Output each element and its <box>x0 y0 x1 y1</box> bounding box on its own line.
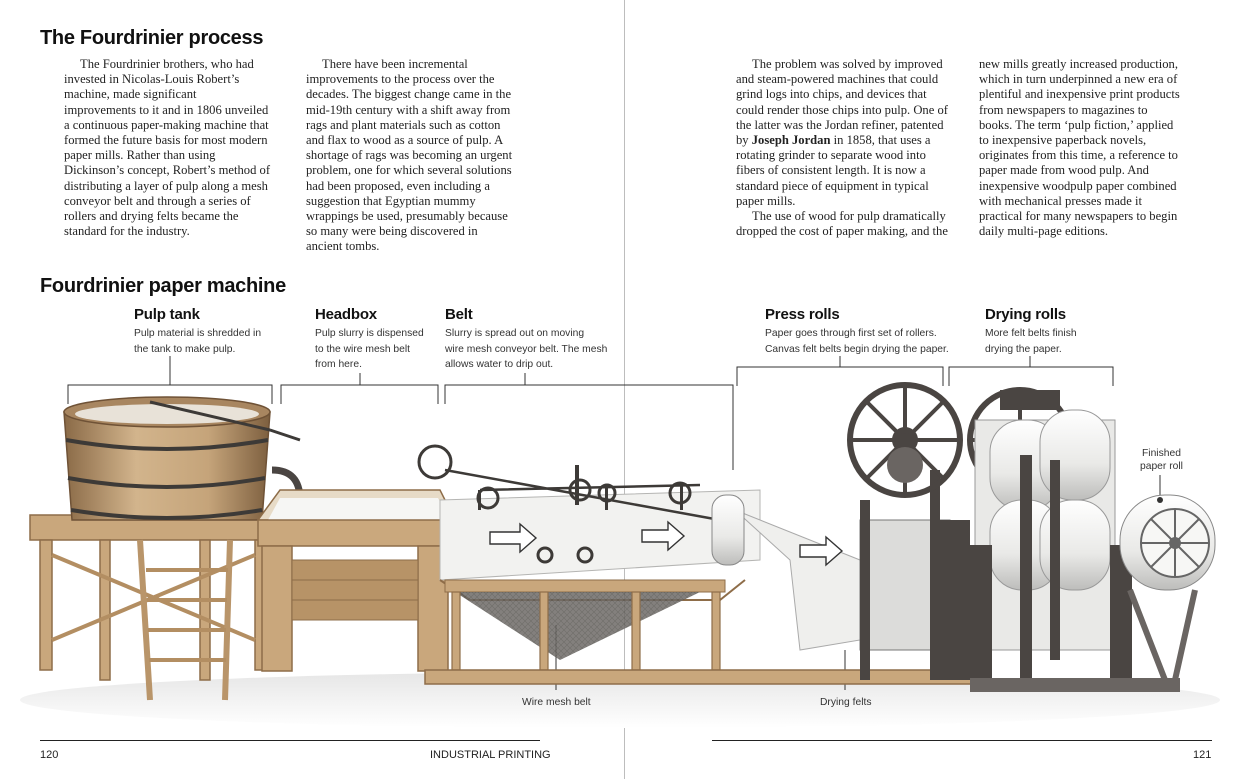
label-belt: Belt Slurry is spread out on moving wire… <box>445 306 607 373</box>
finished-paper-roll <box>1119 494 1216 591</box>
text-run: in 1858, that uses a rotating grinder to… <box>736 133 931 208</box>
label-title: Pulp tank <box>134 306 200 323</box>
label-desc-line: wire mesh conveyor belt. The mesh <box>445 343 608 355</box>
label-title: Headbox <box>315 306 377 323</box>
label-desc-line: Pulp material is shredded in <box>134 328 262 339</box>
paragraph: new mills greatly increased production, … <box>979 57 1180 239</box>
section-title-footer: INDUSTRIAL PRINTING <box>430 749 551 761</box>
callout-line: Finished <box>1142 448 1181 459</box>
paragraph: The use of wood for pulp dramatically dr… <box>736 209 948 239</box>
paragraph: The Fourdrinier brothers, who had invest… <box>64 57 271 239</box>
press-rolls-section <box>711 382 970 680</box>
label-title: Press rolls <box>765 306 840 323</box>
tank-stand <box>29 514 276 701</box>
label-headbox: Headbox Pulp slurry is dispensed to the … <box>315 306 424 373</box>
floor-shadow <box>20 672 1220 728</box>
headbox <box>256 489 457 672</box>
label-desc-line: allows water to drip out. <box>445 359 554 370</box>
label-drying-rolls: Drying rolls More felt belts finish dryi… <box>985 306 1077 357</box>
label-brackets <box>67 356 1161 690</box>
paragraph: There have been incremental improvements… <box>306 57 513 254</box>
callout-finished-paper-roll: Finished paper roll <box>1140 447 1183 473</box>
label-desc-line: Pulp slurry is dispensed <box>315 328 424 339</box>
paragraph: The problem was solved by improved and s… <box>736 57 950 209</box>
label-desc-line: to the wire mesh belt <box>315 343 411 355</box>
label-desc-line: Paper goes through first set of rollers. <box>765 328 937 339</box>
label-desc-line: Canvas felt belts begin drying the paper… <box>765 343 949 355</box>
callout-line: paper roll <box>1140 461 1183 472</box>
footer-rule-right <box>712 740 1212 741</box>
callout-drying-felts: Drying felts <box>820 697 872 708</box>
page-spine <box>624 0 625 779</box>
heading-paper-machine: Fourdrinier paper machine <box>40 275 286 297</box>
bold-name: Joseph Jordan <box>751 133 831 148</box>
label-desc-line: Slurry is spread out on moving <box>445 328 585 339</box>
heading-fourdrinier-process: The Fourdrinier process <box>40 27 264 49</box>
label-desc-line: the tank to make pulp. <box>134 343 236 355</box>
text-column-4: new mills greatly increased production, … <box>979 57 1183 239</box>
page-number-left: 120 <box>40 749 59 761</box>
label-pulp-tank: Pulp tank Pulp material is shredded in t… <box>134 306 261 357</box>
gear-wheel-press <box>847 382 963 498</box>
pulp-tank-tub <box>63 396 304 521</box>
text-column-1: The Fourdrinier brothers, who had invest… <box>64 57 270 239</box>
text-column-3: The problem was solved by improved and s… <box>736 57 950 239</box>
label-desc-line: drying the paper. <box>985 343 1062 355</box>
text-column-2: There have been incremental improvements… <box>306 57 516 255</box>
label-desc-line: More felt belts finish <box>985 328 1077 339</box>
label-title: Belt <box>445 306 473 323</box>
footer-rule-left <box>40 740 540 741</box>
belt-section <box>417 444 976 685</box>
drying-rolls-section <box>967 387 1216 692</box>
text-run: The problem was solved by improved and s… <box>736 57 948 148</box>
page-number-right: 121 <box>1193 749 1212 761</box>
label-title: Drying rolls <box>985 306 1066 323</box>
label-desc-line: from here. <box>315 359 362 370</box>
label-press-rolls: Press rolls Paper goes through first set… <box>765 306 949 357</box>
callout-wire-mesh-belt: Wire mesh belt <box>522 697 591 708</box>
